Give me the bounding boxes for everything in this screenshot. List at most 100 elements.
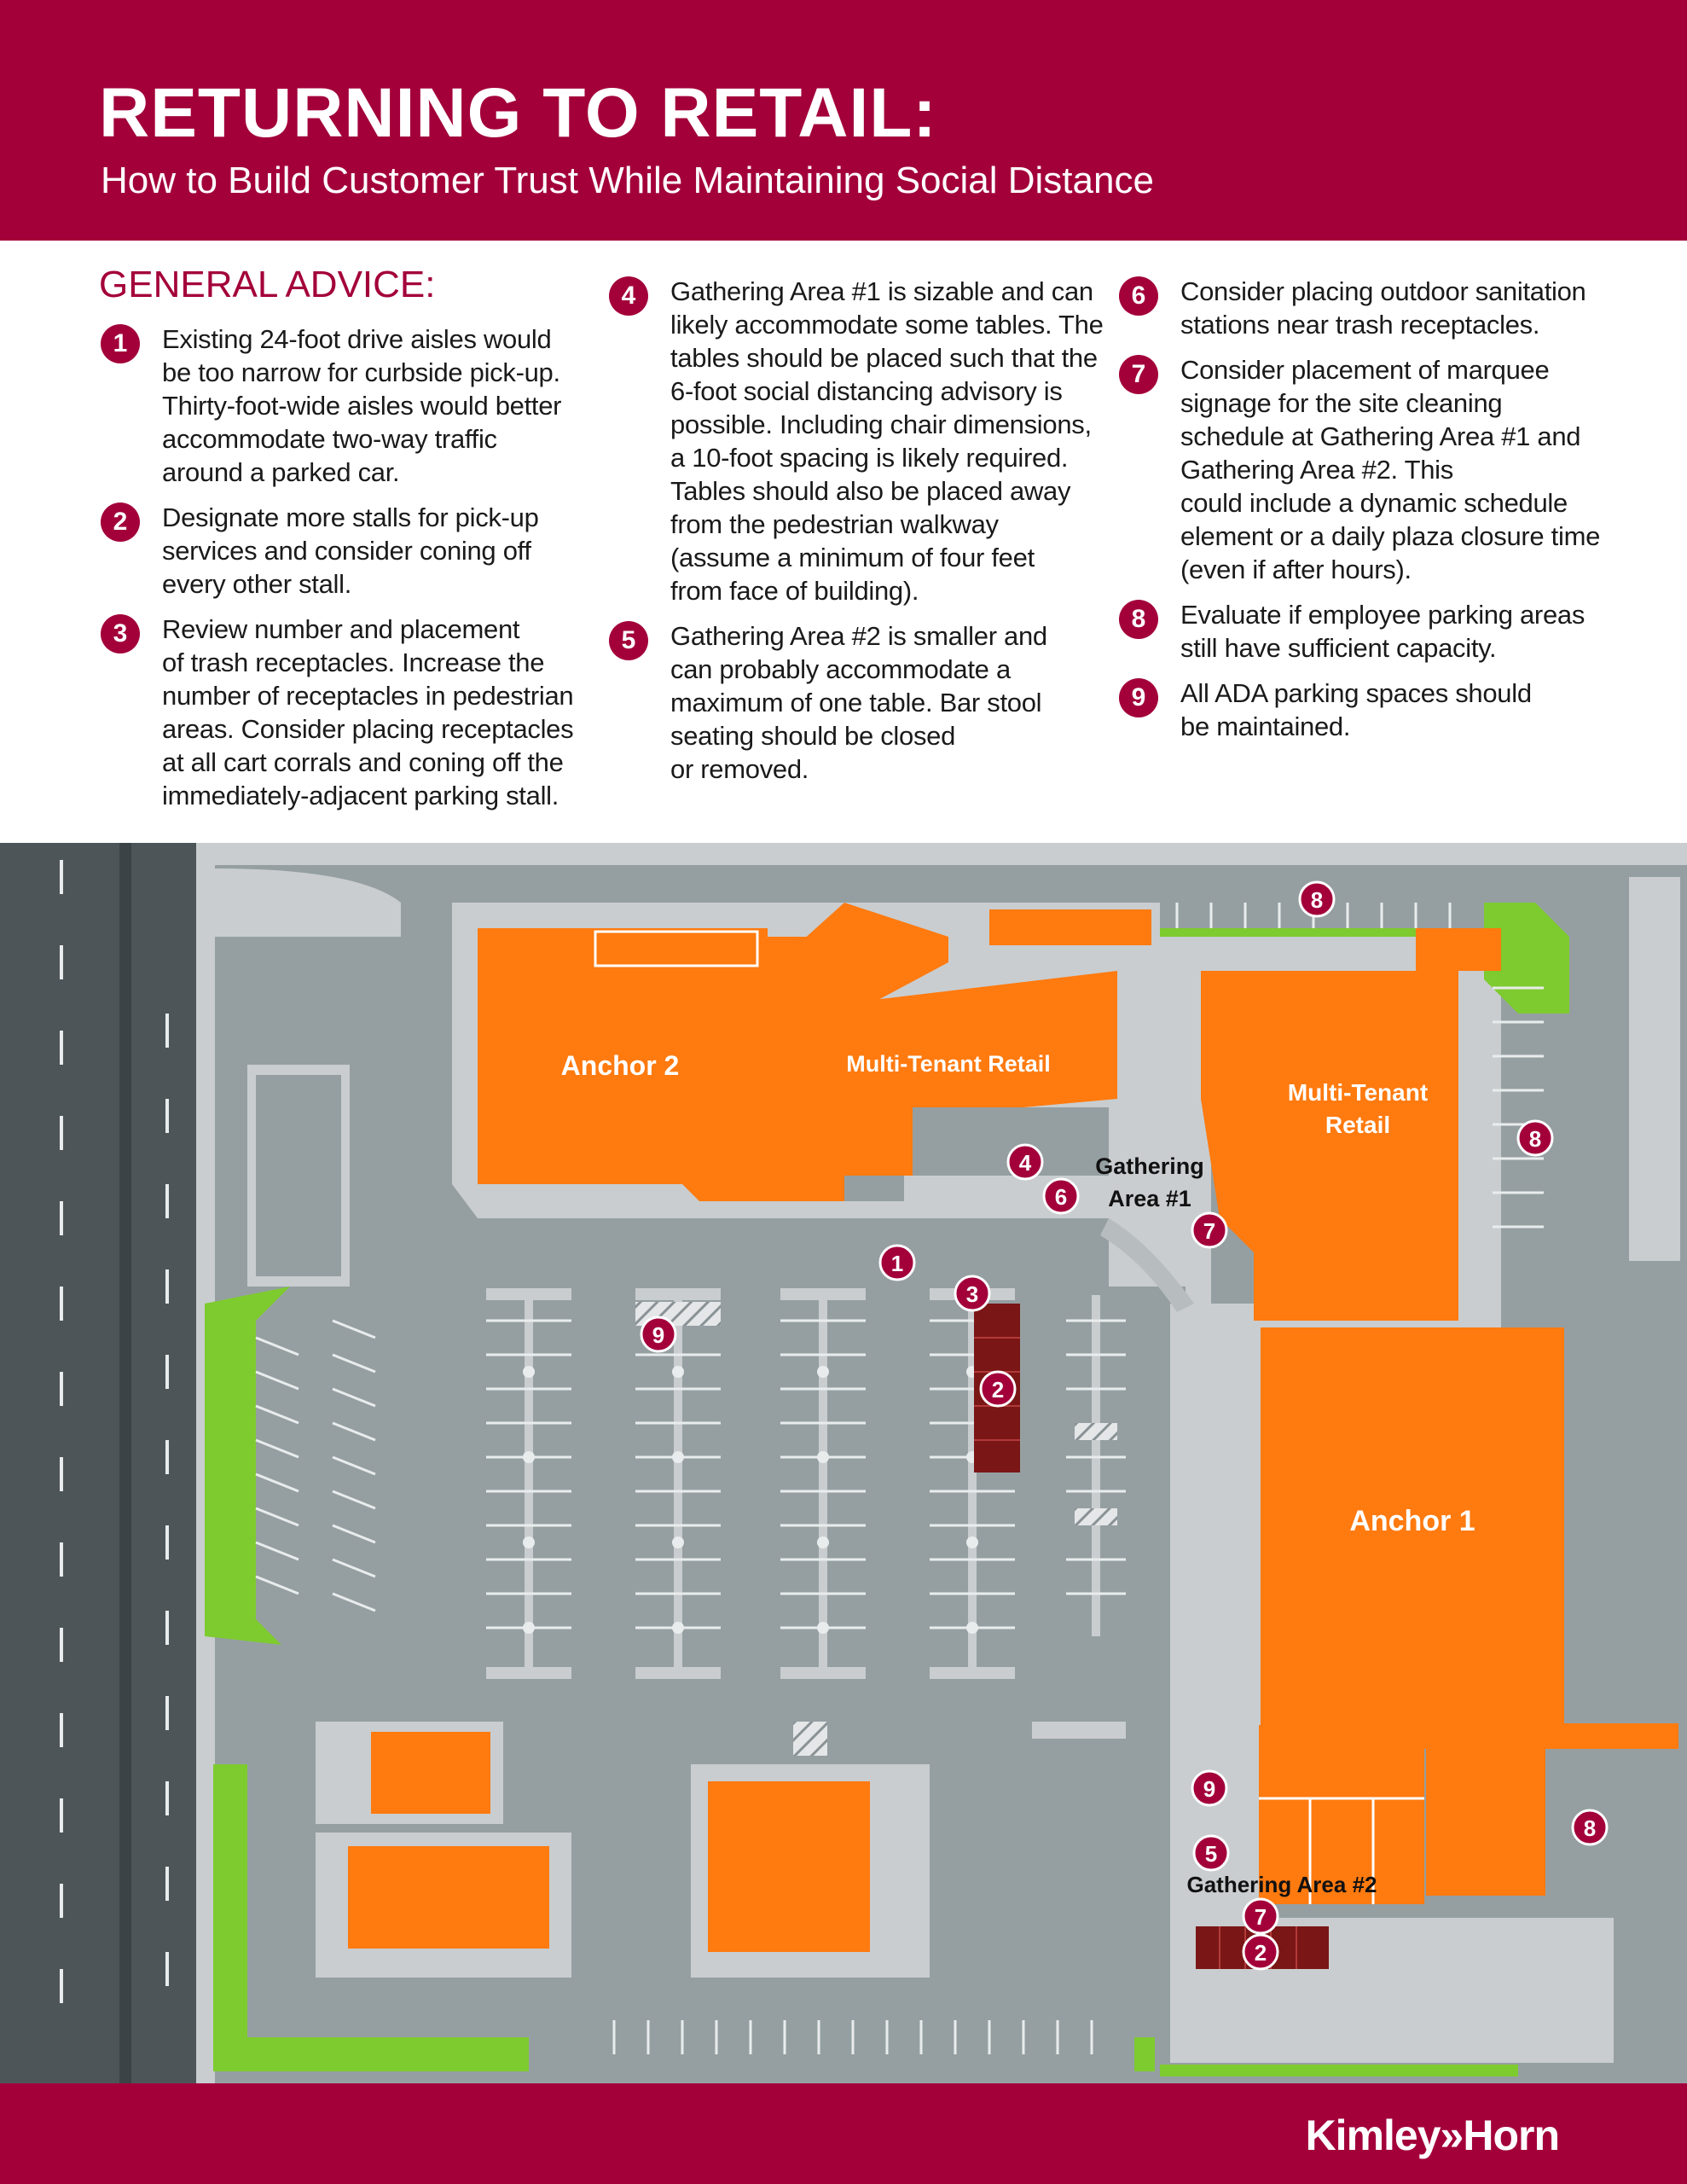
buildings [348, 903, 1678, 1952]
advice-heading: GENERAL ADVICE: [99, 264, 436, 305]
svg-text:3: 3 [966, 1281, 978, 1307]
advice-text: Consider placement of marquee signage fo… [1180, 355, 1601, 584]
advice-item-9: 9 All ADA parking spaces should be maint… [1119, 677, 1648, 743]
marker-2-north: 2 [979, 1370, 1017, 1408]
landscape-north-strip [1160, 928, 1484, 937]
advice-item-4: 4 Gathering Area #1 is sizable and can l… [609, 275, 1104, 607]
advice-text: All ADA parking spaces should be maintai… [1180, 678, 1532, 741]
svg-text:4: 4 [1019, 1150, 1032, 1176]
marker-8-north: 8 [1298, 880, 1336, 918]
lane-markings [60, 860, 169, 2003]
svg-text:2: 2 [1255, 1940, 1267, 1966]
building-multi-tenant-right [1201, 971, 1458, 1321]
building-outparcel-3 [708, 1781, 870, 1952]
sidewalk-east [1629, 877, 1680, 1261]
number-badge: 5 [609, 621, 648, 660]
number-badge: 7 [1119, 355, 1158, 394]
advice-item-5: 5 Gathering Area #2 is smaller and can p… [609, 619, 1104, 786]
svg-text:9: 9 [652, 1322, 664, 1348]
building-small-northeast [1416, 928, 1501, 971]
svg-text:2: 2 [992, 1377, 1004, 1403]
number-badge: 3 [101, 614, 140, 653]
roadway-median [119, 843, 131, 2083]
marker-4: 4 [1006, 1143, 1044, 1181]
marker-6: 6 [1042, 1177, 1080, 1215]
label-anchor-2: Anchor 2 [561, 1050, 680, 1081]
landscape-southwest [213, 1764, 529, 2071]
drop-off-lane [256, 1075, 341, 1276]
label-multi-tenant-right-1: Multi-Tenant [1288, 1079, 1428, 1106]
label-multi-tenant-left: Multi-Tenant Retail [846, 1051, 1051, 1077]
svg-text:8: 8 [1529, 1126, 1541, 1152]
svg-text:8: 8 [1311, 887, 1323, 913]
general-advice-section: GENERAL ADVICE: 1 Existing 24-foot drive… [0, 241, 1687, 843]
number-badge: 4 [609, 276, 648, 316]
footer-banner: Kimley»Horn [0, 2083, 1687, 2184]
building-anchor-2 [478, 928, 844, 1201]
advice-item-7: 7 Consider placement of marquee signage … [1119, 353, 1648, 586]
number-badge: 6 [1119, 276, 1158, 316]
label-gathering-area-1-line2: Area #1 [1108, 1186, 1191, 1211]
marker-1: 1 [878, 1244, 916, 1281]
parking-rows [486, 1288, 1117, 1756]
page-title: RETURNING TO RETAIL: [99, 74, 937, 152]
advice-text: Existing 24-foot drive aisles would be t… [162, 324, 562, 487]
advice-column-1: 1 Existing 24-foot drive aisles would be… [101, 322, 595, 824]
svg-text:5: 5 [1205, 1841, 1217, 1867]
building-outparcel-2 [348, 1846, 549, 1949]
advice-text: Gathering Area #1 is sizable and can lik… [670, 276, 1104, 606]
roadway [0, 843, 196, 2083]
advice-item-6: 6 Consider placing outdoor sanitation st… [1119, 275, 1648, 341]
svg-text:6: 6 [1055, 1184, 1067, 1210]
advice-text: Consider placing outdoor sanitation stat… [1180, 276, 1586, 340]
landscape-south-planter [1134, 2037, 1155, 2071]
number-badge: 8 [1119, 600, 1158, 639]
building-outparcel-1 [371, 1732, 490, 1814]
building-shop-1 [1259, 1725, 1424, 1904]
marker-9-north: 9 [640, 1316, 677, 1353]
advice-item-2: 2 Designate more stalls for pick-up serv… [101, 501, 595, 601]
advice-text: Gathering Area #2 is smaller and can pro… [670, 621, 1047, 784]
label-multi-tenant-right-2: Retail [1325, 1112, 1390, 1138]
svg-text:7: 7 [1255, 1904, 1267, 1930]
marker-3: 3 [954, 1275, 991, 1312]
gathering-area-1-plaza [1109, 1099, 1211, 1287]
angled-stalls-west [255, 1319, 376, 1612]
building-small-north [989, 909, 1151, 945]
svg-text:8: 8 [1584, 1815, 1596, 1841]
number-badge: 9 [1119, 678, 1158, 717]
entry-island [215, 868, 401, 937]
header-banner: RETURNING TO RETAIL: How to Build Custom… [0, 0, 1687, 241]
number-badge: 1 [101, 324, 140, 363]
marker-7-south: 7 [1242, 1897, 1279, 1935]
marker-9-south: 9 [1191, 1769, 1228, 1807]
advice-text: Evaluate if employee parking areas still… [1180, 600, 1586, 663]
landscape-northeast [1484, 903, 1569, 1014]
building-angled [759, 903, 948, 1014]
page-subtitle: How to Build Customer Trust While Mainta… [101, 160, 1154, 201]
building-multi-tenant-left [759, 971, 1117, 1176]
number-badge: 2 [101, 502, 140, 542]
svg-text:1: 1 [891, 1251, 903, 1276]
row-diamonds [523, 1366, 978, 1634]
map-markers: 8 8 8 4 6 7 1 3 9 2 9 5 7 2 [640, 880, 1609, 1971]
marker-8-east: 8 [1516, 1119, 1554, 1157]
advice-text: Designate more stalls for pick-up servic… [162, 502, 539, 599]
kimley-horn-logo: Kimley»Horn [1305, 2111, 1560, 2159]
advice-column-3: 6 Consider placing outdoor sanitation st… [1119, 275, 1648, 755]
label-gathering-area-1-line1: Gathering [1095, 1153, 1204, 1179]
landscape-south-strip [1160, 2065, 1518, 2077]
advice-column-2: 4 Gathering Area #1 is sizable and can l… [609, 275, 1104, 798]
marker-8-south: 8 [1571, 1809, 1609, 1846]
building-anchor-1 [1261, 1327, 1564, 1723]
south-island [1032, 1722, 1126, 1739]
plaza-steps [1100, 1218, 1194, 1312]
landscape-west-island [205, 1287, 290, 1645]
label-anchor-1: Anchor 1 [1349, 1505, 1475, 1537]
svg-text:7: 7 [1203, 1218, 1215, 1244]
advice-text: Review number and placement of trash rec… [162, 614, 574, 810]
label-gathering-area-2: Gathering Area #2 [1186, 1872, 1377, 1897]
advice-item-1: 1 Existing 24-foot drive aisles would be… [101, 322, 595, 489]
site-plan-svg: Anchor 2 Multi-Tenant Retail Multi-Tenan… [0, 843, 1687, 2083]
stall-lines [486, 903, 1544, 2054]
